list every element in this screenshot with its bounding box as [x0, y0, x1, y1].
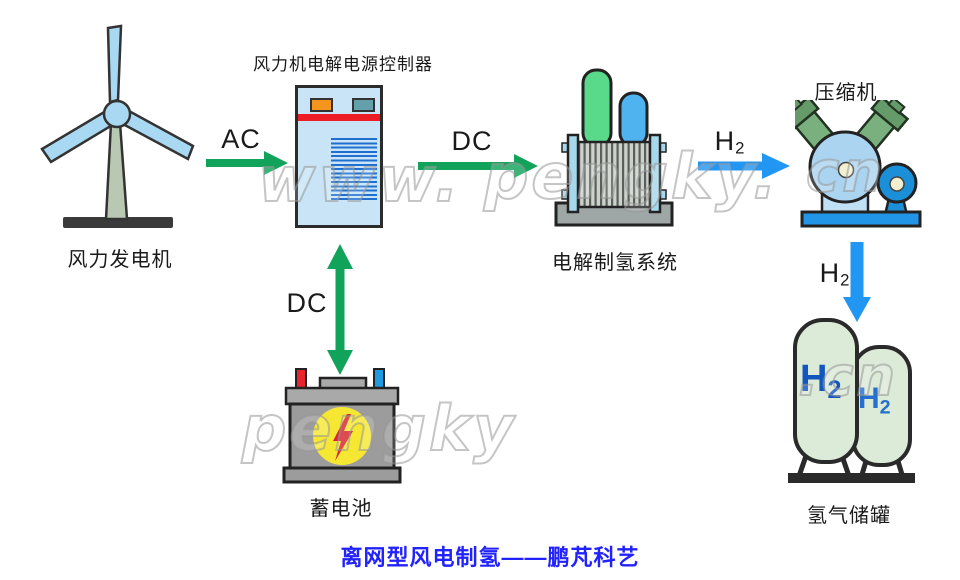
controller-orange-light	[310, 98, 333, 112]
battery-icon	[282, 368, 402, 484]
compressor-shaft	[837, 161, 855, 179]
dc-battery-double-arrow-icon	[327, 244, 353, 375]
controller-icon	[295, 85, 383, 228]
hydrogen-tanks-label: 氢气储罐	[807, 505, 891, 527]
electrolyzer-label: 电解制氢系统	[552, 252, 678, 274]
h2-flow-label: H2	[714, 126, 746, 158]
tank-ground-bar	[788, 473, 915, 483]
wind-turbine-label: 风力发电机	[67, 249, 173, 271]
tank-small-h2-text: H2	[858, 382, 891, 419]
motor-shaft	[889, 176, 905, 192]
tank-large-h2-text: H2	[800, 358, 842, 405]
compressor-icon	[795, 100, 922, 228]
dc-flow-label: DC	[451, 126, 493, 156]
h2-down-arrow-icon	[843, 242, 871, 322]
hydrogen-tanks-icon	[788, 318, 915, 483]
dc-battery-flow-label: DC	[286, 288, 328, 318]
ac-arrow-icon	[206, 151, 288, 175]
turbine-base	[63, 217, 173, 228]
turbine-hub	[102, 99, 132, 129]
battery-base	[282, 466, 402, 484]
controller-label: 风力机电解电源控制器	[253, 55, 433, 74]
tank-large	[793, 318, 859, 464]
compressor-base	[800, 210, 922, 228]
h2-down-flow-label: H2	[819, 258, 851, 290]
compressor-label: 压缩机	[814, 82, 878, 104]
electrolyzer-end-plate-right	[648, 133, 662, 214]
controller-vents	[331, 138, 377, 201]
electrolyzer-icon	[554, 68, 674, 227]
diagram-caption: 离网型风电制氢——鹏芃科艺	[340, 545, 640, 570]
battery-label: 蓄电池	[309, 498, 373, 520]
wind-turbine-icon	[40, 24, 195, 228]
dc-arrow-icon	[418, 154, 538, 178]
h2-arrow-icon	[698, 153, 790, 179]
controller-teal-light	[352, 98, 375, 112]
controller-red-stripe	[298, 114, 380, 121]
lightning-bolt-icon	[333, 414, 353, 461]
electrolyzer-end-plate-left	[566, 133, 580, 214]
ac-flow-label: AC	[221, 124, 261, 154]
